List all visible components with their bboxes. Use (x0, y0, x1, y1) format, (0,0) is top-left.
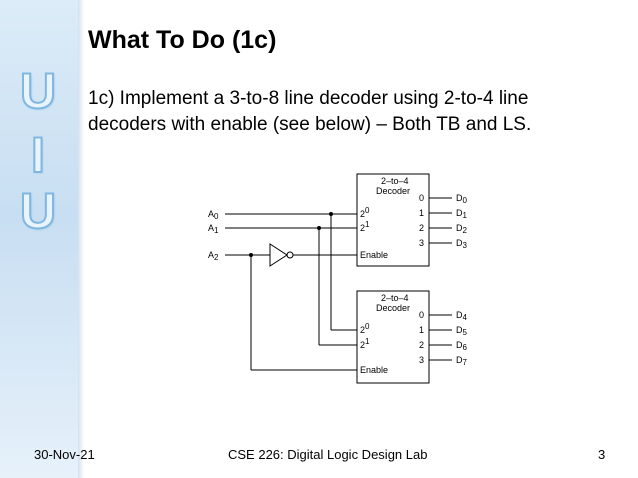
output-label-d5: D5 (456, 325, 468, 337)
decoder-top-out-2: 2 (419, 223, 424, 233)
slide-body-text: 1c) Implement a 3-to-8 line decoder usin… (88, 88, 532, 135)
footer-course-title: CSE 226: Digital Logic Design Lab (228, 447, 428, 462)
output-label-d2: D2 (456, 223, 468, 235)
decoder-top-title-1: 2–to–4 (381, 176, 409, 186)
decoder-bottom-in0: 20 (360, 322, 370, 335)
decoder-top-title-2: Decoder (376, 186, 410, 196)
left-decorative-panel: U I U (0, 0, 84, 478)
decoder-bottom-in1: 21 (360, 337, 370, 350)
logo-letter-u-bottom: U (19, 183, 57, 239)
decoder-top-enable: Enable (360, 250, 388, 260)
decoder-bottom-out-2: 2 (419, 340, 424, 350)
input-label-a1: A1 (208, 223, 219, 235)
output-label-d3: D3 (456, 238, 468, 250)
decoder-top-in0: 20 (360, 206, 370, 219)
decoder-bottom-out-0: 0 (419, 310, 424, 320)
decoder-bottom-title-1: 2–to–4 (381, 293, 409, 303)
decoder-top-out-1: 1 (419, 208, 424, 218)
logo-letter-u-top: U (19, 63, 57, 119)
decoder-top-out-0: 0 (419, 193, 424, 203)
output-label-d0: D0 (456, 193, 468, 205)
footer-page-number: 3 (598, 447, 606, 462)
output-label-d4: D4 (456, 310, 468, 322)
output-label-d1: D1 (456, 208, 468, 220)
output-label-d6: D6 (456, 340, 468, 352)
input-label-a0: A0 (208, 209, 219, 221)
decoder-box-bottom (356, 290, 430, 384)
decoder-bottom-out-3: 3 (419, 355, 424, 365)
junction-dot-a2 (249, 253, 253, 257)
junction-dot-a0 (329, 212, 333, 216)
output-label-d7: D7 (456, 355, 468, 367)
junction-dot-a1 (317, 226, 321, 230)
logo-letter-i: I (30, 127, 46, 183)
decoder-bottom-title-2: Decoder (376, 303, 410, 313)
decoder-bottom-out-1: 1 (419, 325, 424, 335)
decoder-top-in1: 21 (360, 220, 370, 233)
decoder-bottom-enable: Enable (360, 365, 388, 375)
input-label-a2: A2 (208, 250, 219, 262)
inverter-gate (269, 243, 288, 267)
decoder-box-top (356, 173, 430, 267)
decoder-top-out-3: 3 (419, 238, 424, 248)
footer-date: 30-Nov-21 (34, 447, 95, 462)
slide-title: What To Do (1c) (88, 26, 277, 54)
